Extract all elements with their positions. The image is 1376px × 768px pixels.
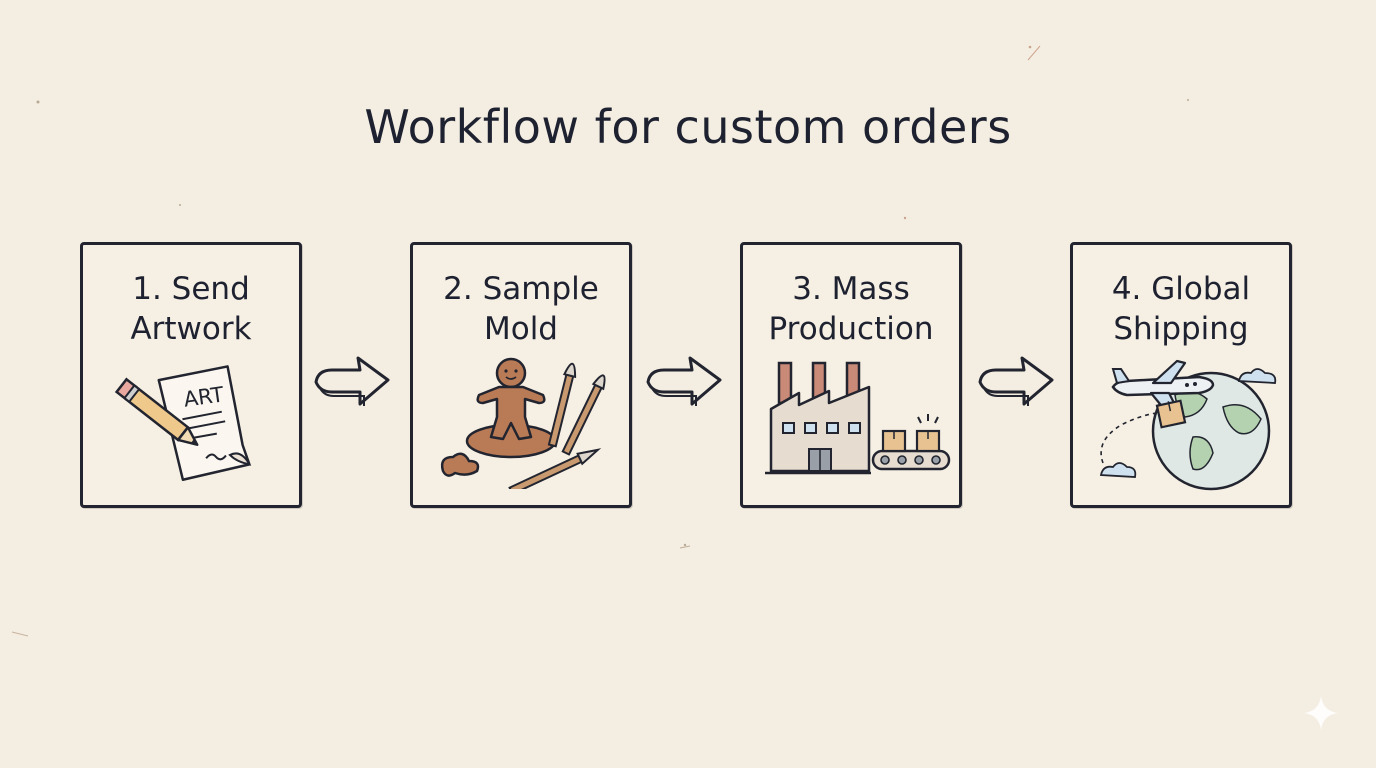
step-label: 4. Global Shipping — [1111, 271, 1251, 347]
airplane-globe-icon — [1099, 359, 1277, 491]
diagram-title: Workflow for custom orders — [364, 100, 1012, 154]
factory-conveyor-icon — [765, 361, 951, 475]
sparkle-icon — [1304, 696, 1338, 730]
arrow-right-icon — [978, 356, 1054, 406]
artwork-pencil-icon: ART — [114, 365, 252, 482]
arrow-right-icon — [314, 356, 390, 406]
artwork-text: ART — [182, 382, 225, 411]
clay-figure-tools-icon — [440, 357, 606, 489]
step-label: 3. Mass Production — [768, 271, 934, 347]
step-mass-production: 3. Mass Production — [740, 242, 962, 508]
step-sample-mold: 2. Sample Mold — [410, 242, 632, 508]
step-send-artwork: 1. Send Artwork ART — [80, 242, 302, 508]
step-global-shipping: 4. Global Shipping — [1070, 242, 1292, 508]
step-label: 2. Sample Mold — [443, 271, 599, 347]
arrow-right-icon — [646, 356, 722, 406]
step-label: 1. Send Artwork — [130, 271, 252, 347]
